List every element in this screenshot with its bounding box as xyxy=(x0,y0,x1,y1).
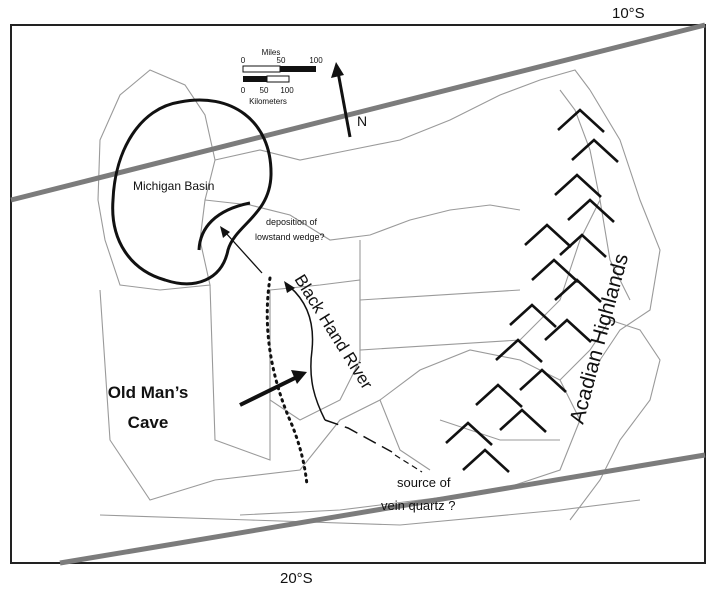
mountain-icon xyxy=(567,198,615,223)
mountain-icon xyxy=(499,408,547,433)
scale-km-tick: 50 xyxy=(260,86,269,95)
state-boundaries xyxy=(97,69,661,526)
scale-bar: Miles 0 50 100 0 50 100 Kilometers xyxy=(241,48,323,106)
latitude-line-20s xyxy=(59,452,706,566)
north-arrow-icon: N xyxy=(331,62,367,138)
cave-label-line1: Old Man’s xyxy=(108,383,189,402)
ohio-outline xyxy=(269,279,361,421)
mountain-icon xyxy=(559,233,607,258)
mountain-icon xyxy=(509,303,557,328)
source-label-line1: source of xyxy=(397,475,451,490)
dotted-hinge-line xyxy=(265,276,309,487)
mountain-icon xyxy=(531,258,579,283)
mountain-icon xyxy=(557,108,605,133)
lowstand-label-line1: deposition of xyxy=(266,217,318,227)
mountain-symbols xyxy=(445,108,619,473)
mountain-icon xyxy=(475,383,523,408)
lowstand-label-line2: lowstand wedge? xyxy=(255,232,325,242)
michigan-basin-outline xyxy=(111,98,273,286)
mountain-icon xyxy=(495,338,543,363)
mountain-icon xyxy=(462,448,510,473)
scale-km-tick: 100 xyxy=(280,86,294,95)
mountain-icon xyxy=(571,138,619,163)
wedge-arrow-icon xyxy=(220,226,263,274)
mountain-icon xyxy=(445,421,493,446)
mountain-icon xyxy=(544,318,592,343)
michigan-outline xyxy=(97,69,216,291)
scale-km-tick: 0 xyxy=(241,86,246,95)
latitude-line-10s xyxy=(10,22,706,203)
cave-label-line2: Cave xyxy=(128,413,169,432)
mountain-icon xyxy=(519,368,567,393)
scale-miles-tick: 100 xyxy=(309,56,323,65)
lowstand-wedge-arc xyxy=(197,201,251,251)
mountain-icon xyxy=(554,278,602,303)
mountain-icon xyxy=(554,173,602,198)
north-label: N xyxy=(357,113,367,129)
black-hand-river xyxy=(284,281,393,453)
scale-miles-tick: 0 xyxy=(241,56,246,65)
latitude-label-20s: 20°S xyxy=(280,570,313,587)
cave-arrow-icon xyxy=(239,370,307,407)
source-label-line2: vein quartz ? xyxy=(381,498,455,513)
source-dashed-line xyxy=(394,454,423,473)
michigan-basin-label: Michigan Basin xyxy=(133,179,214,193)
scale-miles-title: Miles xyxy=(262,48,281,57)
latitude-label-10s: 10°S xyxy=(612,5,645,22)
mountain-icon xyxy=(524,223,572,248)
scale-miles-tick: 50 xyxy=(277,56,286,65)
scale-km-title: Kilometers xyxy=(249,97,287,106)
